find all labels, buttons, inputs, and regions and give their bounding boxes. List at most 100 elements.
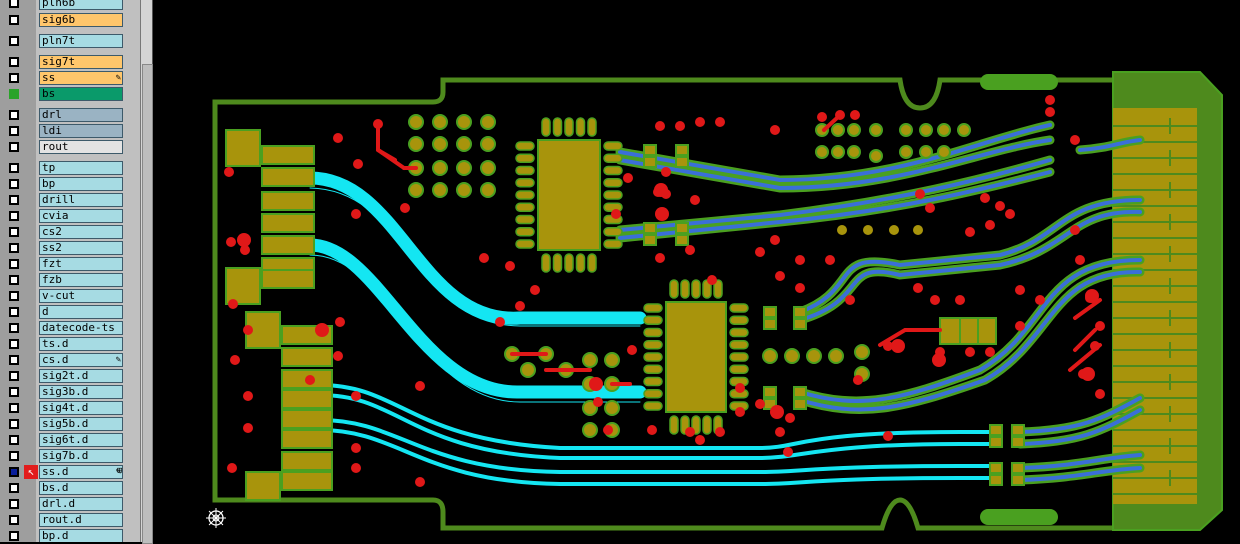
- layer-row-sig4t-d[interactable]: sig4t.d: [0, 400, 140, 416]
- layer-name[interactable]: sig3b.d: [39, 385, 123, 399]
- layer-row-cs-d[interactable]: cs.d✎: [0, 352, 140, 368]
- layer-row-bp-d[interactable]: bp.d: [0, 528, 140, 542]
- layer-visibility-checkbox[interactable]: [9, 307, 19, 317]
- layer-row-sig2t-d[interactable]: sig2t.d: [0, 368, 140, 384]
- layer-visibility-checkbox[interactable]: [9, 275, 19, 285]
- layer-row-sig5b-d[interactable]: sig5b.d: [0, 416, 140, 432]
- layer-row-ss-d[interactable]: ↖ss.d✎⊞: [0, 464, 140, 480]
- layer-name[interactable]: fzb: [39, 273, 123, 287]
- layer-name[interactable]: bs: [39, 87, 123, 101]
- layer-row-rout-d[interactable]: rout.d: [0, 512, 140, 528]
- layer-row-tp[interactable]: tp: [0, 160, 140, 176]
- layer-visibility-checkbox[interactable]: [9, 110, 19, 120]
- layer-row-drill[interactable]: drill: [0, 192, 140, 208]
- layer-visibility-checkbox[interactable]: [9, 179, 19, 189]
- layer-visibility-checkbox[interactable]: [9, 0, 19, 8]
- layer-row-bs-d[interactable]: bs.d: [0, 480, 140, 496]
- layer-visibility-checkbox[interactable]: [9, 195, 19, 205]
- layer-name[interactable]: ss.d: [39, 465, 123, 479]
- layer-row-bs[interactable]: bs: [0, 86, 140, 102]
- layer-row-fzt[interactable]: fzt: [0, 256, 140, 272]
- layer-visibility-checkbox[interactable]: [9, 451, 19, 461]
- layer-name[interactable]: ss2: [39, 241, 123, 255]
- layer-panel-scrollbar[interactable]: [140, 0, 153, 544]
- layer-row-sig6b[interactable]: sig6b: [0, 12, 140, 28]
- layer-row-pln7t[interactable]: pln7t: [0, 33, 140, 49]
- layer-name[interactable]: ldi: [39, 124, 123, 138]
- layer-name[interactable]: bs.d: [39, 481, 123, 495]
- layer-name[interactable]: ts.d: [39, 337, 123, 351]
- layer-visibility-checkbox[interactable]: [9, 36, 19, 46]
- layer-visibility-checkbox[interactable]: [9, 227, 19, 237]
- layer-visibility-checkbox[interactable]: [9, 15, 19, 25]
- layer-name[interactable]: sig5b.d: [39, 417, 123, 431]
- layer-visibility-checkbox[interactable]: [9, 259, 19, 269]
- layer-row-sig3b-d[interactable]: sig3b.d: [0, 384, 140, 400]
- layer-row-pln6b[interactable]: pln6b: [0, 0, 140, 11]
- layer-row-ss[interactable]: ss✎: [0, 70, 140, 86]
- layer-visibility-checkbox[interactable]: [9, 515, 19, 525]
- layer-name[interactable]: fzt: [39, 257, 123, 271]
- layer-name[interactable]: bp.d: [39, 529, 123, 542]
- layer-name[interactable]: cvia: [39, 209, 123, 223]
- layer-row-fzb[interactable]: fzb: [0, 272, 140, 288]
- layer-name[interactable]: rout: [39, 140, 123, 154]
- layer-visibility-checkbox[interactable]: [9, 211, 19, 221]
- layer-name[interactable]: rout.d: [39, 513, 123, 527]
- layer-row-cvia[interactable]: cvia: [0, 208, 140, 224]
- layer-visibility-checkbox[interactable]: [9, 387, 19, 397]
- layer-name[interactable]: v-cut: [39, 289, 123, 303]
- layer-name[interactable]: ss: [39, 71, 123, 85]
- layer-name[interactable]: sig7b.d: [39, 449, 123, 463]
- layer-visibility-checkbox[interactable]: [9, 531, 19, 541]
- layer-visibility-checkbox[interactable]: [9, 355, 19, 365]
- scrollbar-thumb[interactable]: [142, 64, 153, 544]
- layer-visibility-checkbox[interactable]: [9, 142, 19, 152]
- layer-row-sig7t[interactable]: sig7t: [0, 54, 140, 70]
- layer-name[interactable]: d: [39, 305, 123, 319]
- layer-name[interactable]: drill: [39, 193, 123, 207]
- layer-row-v-cut[interactable]: v-cut: [0, 288, 140, 304]
- layer-row-d[interactable]: d: [0, 304, 140, 320]
- layer-row-sig7b-d[interactable]: sig7b.d: [0, 448, 140, 464]
- layer-name[interactable]: sig7t: [39, 55, 123, 69]
- layer-visibility-checkbox[interactable]: [9, 57, 19, 67]
- layer-name[interactable]: drl.d: [39, 497, 123, 511]
- layer-name[interactable]: tp: [39, 161, 123, 175]
- layer-visibility-checkbox[interactable]: [9, 89, 19, 99]
- layer-row-drl-d[interactable]: drl.d: [0, 496, 140, 512]
- pcb-canvas[interactable]: [154, 0, 1240, 542]
- layer-visibility-checkbox[interactable]: [9, 163, 19, 173]
- layer-visibility-checkbox[interactable]: [9, 403, 19, 413]
- layer-visibility-checkbox[interactable]: [9, 483, 19, 493]
- layer-name[interactable]: pln6b: [39, 0, 123, 10]
- layer-visibility-checkbox[interactable]: [9, 435, 19, 445]
- layer-visibility-checkbox[interactable]: [9, 73, 19, 83]
- layer-row-ts-d[interactable]: ts.d: [0, 336, 140, 352]
- layer-visibility-checkbox[interactable]: [9, 499, 19, 509]
- layer-row-ldi[interactable]: ldi: [0, 123, 140, 139]
- layer-visibility-checkbox[interactable]: [9, 419, 19, 429]
- layer-visibility-checkbox[interactable]: [9, 243, 19, 253]
- layer-name[interactable]: sig4t.d: [39, 401, 123, 415]
- layer-name[interactable]: sig6b: [39, 13, 123, 27]
- layer-name[interactable]: datecode-ts: [39, 321, 123, 335]
- layer-name[interactable]: cs2: [39, 225, 123, 239]
- layer-row-ss2[interactable]: ss2: [0, 240, 140, 256]
- layer-name[interactable]: sig2t.d: [39, 369, 123, 383]
- active-layer-arrow-icon[interactable]: ↖: [24, 465, 38, 479]
- layer-visibility-checkbox[interactable]: [9, 291, 19, 301]
- layer-visibility-checkbox[interactable]: [9, 339, 19, 349]
- layer-name[interactable]: cs.d: [39, 353, 123, 367]
- layer-visibility-checkbox[interactable]: [9, 371, 19, 381]
- layer-name[interactable]: pln7t: [39, 34, 123, 48]
- layer-visibility-checkbox[interactable]: [9, 323, 19, 333]
- layer-visibility-checkbox[interactable]: [9, 126, 19, 136]
- layer-row-datecode-ts[interactable]: datecode-ts: [0, 320, 140, 336]
- layer-name[interactable]: drl: [39, 108, 123, 122]
- layer-name[interactable]: bp: [39, 177, 123, 191]
- layer-name[interactable]: sig6t.d: [39, 433, 123, 447]
- layer-row-drl[interactable]: drl: [0, 107, 140, 123]
- layer-row-cs2[interactable]: cs2: [0, 224, 140, 240]
- layer-visibility-checkbox[interactable]: [9, 467, 19, 477]
